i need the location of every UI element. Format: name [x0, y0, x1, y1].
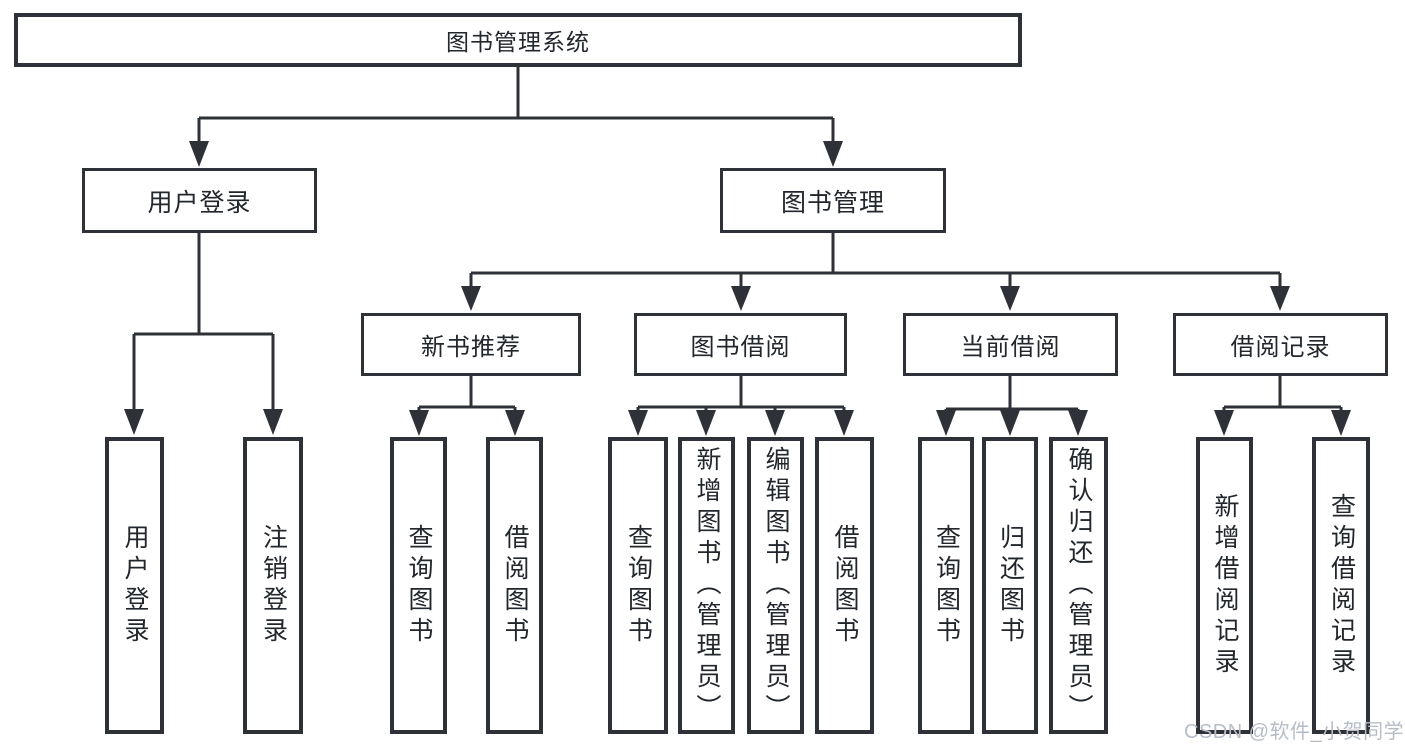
node-label: 图书管理系统	[446, 29, 590, 55]
leaf-edit-books-admin: 编辑图书（管理员）	[747, 437, 804, 734]
node-book-borrowing: 图书借阅	[634, 313, 847, 376]
leaf-borrow-books-recommend: 借阅图书	[486, 437, 543, 734]
node-label: 确认归还（管理员）	[1065, 446, 1093, 725]
node-label: 新书推荐	[421, 334, 521, 361]
node-label: 注销登录	[259, 523, 288, 648]
node-label: 归还图书	[996, 523, 1025, 648]
node-new-book-recommendation: 新书推荐	[361, 313, 581, 376]
node-label: 查询图书	[624, 523, 653, 648]
leaf-logout: 注销登录	[243, 437, 303, 734]
leaf-query-borrow-record: 查询借阅记录	[1312, 437, 1370, 734]
node-label: 编辑图书（管理员）	[762, 446, 790, 725]
node-label: 新增图书（管理员）	[693, 446, 721, 725]
node-label: 借阅图书	[501, 523, 529, 648]
watermark: CSDN @软件_小贺同学	[1184, 721, 1405, 743]
arrowheads	[124, 141, 1351, 436]
node-label: 新增借阅记录	[1211, 492, 1239, 679]
node-label: 当前借阅	[960, 334, 1061, 361]
node-label: 借阅记录	[1230, 334, 1331, 361]
node-user-login: 用户登录	[82, 168, 317, 233]
node-label: 用户登录	[147, 188, 252, 217]
leaf-borrow-books-borrow: 借阅图书	[815, 437, 874, 734]
node-label: 查询借阅记录	[1327, 492, 1356, 679]
node-label: 借阅图书	[831, 523, 859, 648]
node-label: 用户登录	[121, 523, 149, 648]
leaf-add-borrow-record: 新增借阅记录	[1196, 437, 1253, 734]
node-root: 图书管理系统	[14, 13, 1022, 67]
leaf-add-books-admin: 新增图书（管理员）	[678, 437, 735, 734]
leaf-confirm-return-admin: 确认归还（管理员）	[1049, 437, 1108, 734]
node-label: 查询图书	[405, 523, 433, 648]
leaf-query-books-borrow: 查询图书	[608, 437, 668, 734]
leaf-return-books: 归还图书	[982, 437, 1038, 734]
node-borrowing-records: 借阅记录	[1173, 313, 1388, 376]
leaf-query-books-recommend: 查询图书	[390, 437, 447, 734]
node-book-management: 图书管理	[720, 168, 946, 233]
node-label: 图书借阅	[690, 334, 791, 361]
leaf-user-login: 用户登录	[105, 437, 164, 734]
node-label: 图书管理	[780, 188, 885, 217]
leaf-query-books-current: 查询图书	[918, 437, 974, 734]
node-current-borrowing: 当前借阅	[903, 313, 1118, 376]
node-label: 查询图书	[932, 523, 961, 648]
